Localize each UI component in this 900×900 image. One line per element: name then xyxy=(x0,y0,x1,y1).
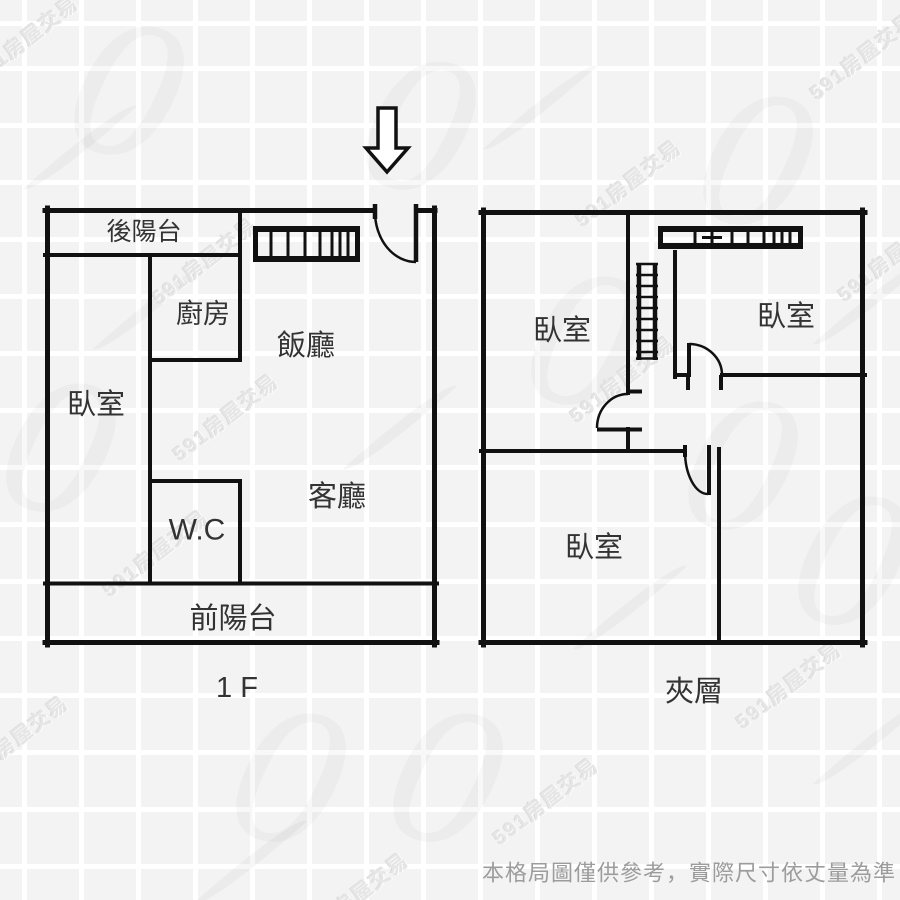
floor-plan-mezzanine: 臥室 臥室 臥室 夾層 xyxy=(478,207,868,708)
window-cross-mark xyxy=(702,228,722,247)
room-label-kitchen: 廚房 xyxy=(176,299,230,329)
room-label-wc: W.C xyxy=(169,514,226,547)
disclaimer-text: 本格局圖僅供參考，實際尺寸依丈量為準 xyxy=(482,861,896,886)
interior-walls-1f xyxy=(43,208,439,586)
room-labels-mezzanine: 臥室 臥室 臥室 xyxy=(533,300,815,564)
room-labels-1f: 後陽台 廚房 飯廳 臥室 W.C 客廳 前陽台 xyxy=(67,218,366,635)
right-bedroom-door-swing-icon xyxy=(686,342,724,390)
window-icon xyxy=(658,226,803,249)
stair-hall-door-swing-icon xyxy=(595,389,642,432)
room-label-bedroom-bottom: 臥室 xyxy=(565,531,623,564)
floor-plan-1f: 後陽台 廚房 飯廳 臥室 W.C 客廳 前陽台 1 F xyxy=(42,204,440,704)
outer-walls-mezzanine xyxy=(478,207,868,648)
room-label-bedroom-top-left: 臥室 xyxy=(533,314,591,347)
room-label-back-balcony: 後陽台 xyxy=(106,218,181,246)
room-label-bedroom-top-right: 臥室 xyxy=(757,300,815,333)
stairs-icon xyxy=(636,262,658,360)
room-label-bedroom: 臥室 xyxy=(67,388,125,421)
plan-title-1f: 1 F xyxy=(216,672,258,704)
room-label-front-balcony: 前陽台 xyxy=(189,602,276,635)
entry-door-swing-icon xyxy=(372,204,419,264)
room-label-living-room: 客廳 xyxy=(308,480,366,513)
interior-walls-mezzanine xyxy=(479,210,867,645)
window-icon xyxy=(253,226,360,262)
outer-walls-1f xyxy=(42,205,440,648)
room-label-dining-room: 飯廳 xyxy=(277,329,335,362)
bottom-bedroom-door-swing-icon xyxy=(683,445,711,496)
entrance-arrow-icon xyxy=(362,106,412,175)
plan-title-mezzanine: 夾層 xyxy=(665,675,723,708)
